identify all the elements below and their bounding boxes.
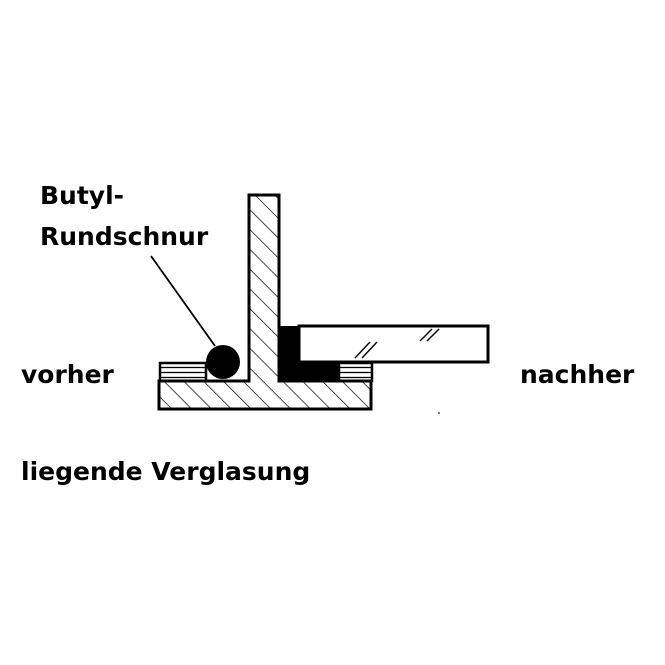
seal-profile bbox=[279, 326, 340, 381]
left-glazing-tape bbox=[158, 361, 208, 383]
label-butyl-line1: Butyl- bbox=[40, 181, 125, 210]
t-profile bbox=[157, 193, 373, 411]
right-glazing-tape bbox=[337, 361, 374, 383]
leader-line bbox=[150, 255, 216, 347]
speck bbox=[438, 412, 440, 414]
diagram-caption: liegende Verglasung bbox=[21, 457, 311, 486]
label-after: nachher bbox=[520, 360, 635, 389]
label-butyl-line2: Rundschnur bbox=[40, 222, 209, 251]
butyl-round-cord bbox=[206, 345, 240, 379]
label-before: vorher bbox=[21, 360, 114, 389]
glass-pane bbox=[297, 324, 490, 364]
